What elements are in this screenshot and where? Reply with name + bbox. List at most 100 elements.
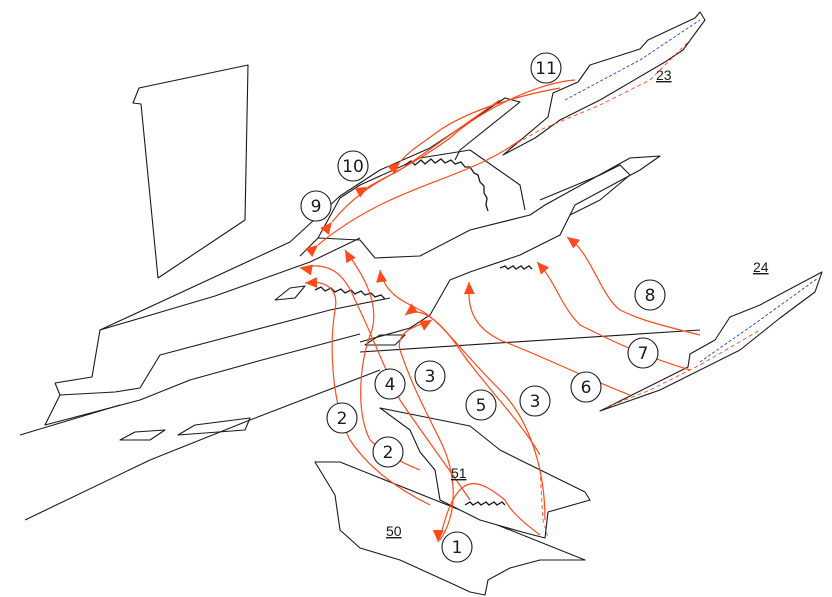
callout-label: 11 bbox=[535, 59, 557, 79]
callout-circle bbox=[627, 337, 659, 369]
flow-11 bbox=[399, 87, 561, 163]
flow-5 bbox=[379, 269, 546, 521]
flow-4 bbox=[299, 265, 471, 501]
callout-badges: 11 10 9 8 7 6 5 4 3 3 2 2 1 bbox=[300, 52, 666, 563]
panel-51 bbox=[379, 407, 591, 539]
callout-circle bbox=[519, 385, 551, 417]
callout-label: 7 bbox=[638, 344, 649, 364]
panel-24 bbox=[599, 271, 823, 412]
flow-2 bbox=[304, 281, 431, 506]
wing-lower-edge bbox=[44, 333, 361, 426]
callout-c11: 11 bbox=[530, 52, 562, 84]
panel-23 bbox=[502, 11, 706, 156]
callout-label: 6 bbox=[581, 378, 592, 398]
right-nacelle bbox=[539, 164, 631, 216]
callout-circle bbox=[465, 389, 497, 421]
flow-2-arrowhead bbox=[305, 277, 318, 288]
fuselage-lower bbox=[54, 297, 391, 396]
panel-50 bbox=[314, 461, 586, 596]
callout-c5: 5 bbox=[465, 389, 497, 421]
ref-24: 24 bbox=[753, 259, 769, 275]
flow-3-arrowhead bbox=[405, 303, 418, 315]
ref-51: 51 bbox=[451, 465, 467, 481]
ref-50: 50 bbox=[386, 523, 402, 539]
callout-label: 3 bbox=[530, 392, 541, 412]
flow-1-arrowhead bbox=[418, 320, 432, 331]
flow-7-arrowhead bbox=[537, 262, 550, 275]
panel-51-shape bbox=[379, 407, 591, 539]
callout-c2b: 2 bbox=[372, 436, 404, 468]
callout-label: 2 bbox=[337, 409, 348, 429]
callout-c7: 7 bbox=[627, 337, 659, 369]
panel-24-shape bbox=[599, 271, 823, 412]
flow-6-arrowhead bbox=[463, 282, 475, 295]
callout-label: 4 bbox=[385, 375, 396, 395]
callout-label: 1 bbox=[452, 538, 463, 558]
flow-3 bbox=[404, 311, 541, 456]
callout-label: 3 bbox=[425, 367, 436, 387]
flow-1b-arrowhead bbox=[432, 529, 444, 542]
callout-c3b: 3 bbox=[519, 385, 551, 417]
callout-c10: 10 bbox=[337, 150, 369, 182]
flow-11-arrowhead bbox=[387, 162, 400, 175]
callout-c6: 6 bbox=[570, 371, 602, 403]
flow-dash-51 bbox=[539, 469, 549, 539]
callout-label: 9 bbox=[311, 197, 322, 217]
callout-circle bbox=[326, 402, 358, 434]
callout-circle bbox=[634, 279, 666, 311]
flow-2b-arrowhead bbox=[345, 250, 356, 264]
flow-10-arrowhead bbox=[320, 222, 332, 235]
callout-c1: 1 bbox=[441, 531, 473, 563]
callout-label: 5 bbox=[476, 396, 487, 416]
lower-intake bbox=[119, 417, 251, 441]
airframe-outline bbox=[19, 64, 701, 521]
callout-c8: 8 bbox=[634, 279, 666, 311]
reference-numerals: 23 24 50 51 bbox=[386, 67, 769, 539]
flow-6 bbox=[468, 281, 631, 396]
long-fuselage-line bbox=[359, 329, 701, 353]
fuselage-top-spine bbox=[99, 237, 361, 331]
ref-23: 23 bbox=[656, 67, 672, 83]
center-section bbox=[299, 155, 661, 343]
flow-9 bbox=[317, 139, 521, 246]
vertical-tail bbox=[132, 64, 249, 279]
callout-label: 2 bbox=[383, 443, 394, 463]
callout-circle bbox=[372, 436, 404, 468]
callout-circle bbox=[414, 360, 446, 392]
flow-1 bbox=[398, 319, 454, 541]
flow-dash-23 bbox=[504, 39, 691, 151]
callout-circle bbox=[300, 190, 332, 222]
callout-circle bbox=[530, 52, 562, 84]
flow-8 bbox=[566, 236, 701, 336]
panel-51-seam bbox=[464, 501, 506, 506]
flow-5-arrowhead bbox=[376, 270, 388, 283]
flow-7 bbox=[536, 261, 691, 371]
callout-circle bbox=[374, 368, 406, 400]
callout-c3a: 3 bbox=[414, 360, 446, 392]
callout-circle bbox=[441, 531, 473, 563]
callout-c9: 9 bbox=[300, 190, 332, 222]
flow-8-arrowhead bbox=[567, 237, 580, 249]
callout-c4: 4 bbox=[374, 368, 406, 400]
lower-fuselage-chine bbox=[19, 369, 381, 521]
callout-label: 10 bbox=[342, 157, 364, 177]
flow-9-arrowhead bbox=[305, 245, 318, 257]
flow-paths bbox=[299, 39, 761, 543]
side-panel-left bbox=[274, 285, 406, 346]
panel-24-blue-line bbox=[699, 277, 819, 363]
callout-circle bbox=[337, 150, 369, 182]
flow-dash-24 bbox=[604, 329, 761, 409]
callout-circle bbox=[570, 371, 602, 403]
panel-23-blue-line bbox=[564, 19, 701, 101]
callout-c2a: 2 bbox=[326, 402, 358, 434]
flow-4-arrowhead bbox=[300, 264, 313, 276]
fuselage-upper bbox=[54, 97, 521, 384]
seam-right bbox=[499, 265, 533, 270]
flow-11b-arrowhead bbox=[354, 187, 368, 198]
panel-23-shape bbox=[502, 11, 706, 156]
flow-2b bbox=[344, 249, 421, 471]
callout-label: 8 bbox=[645, 286, 656, 306]
panel-50-shape bbox=[314, 461, 586, 596]
flow-10 bbox=[331, 99, 501, 223]
